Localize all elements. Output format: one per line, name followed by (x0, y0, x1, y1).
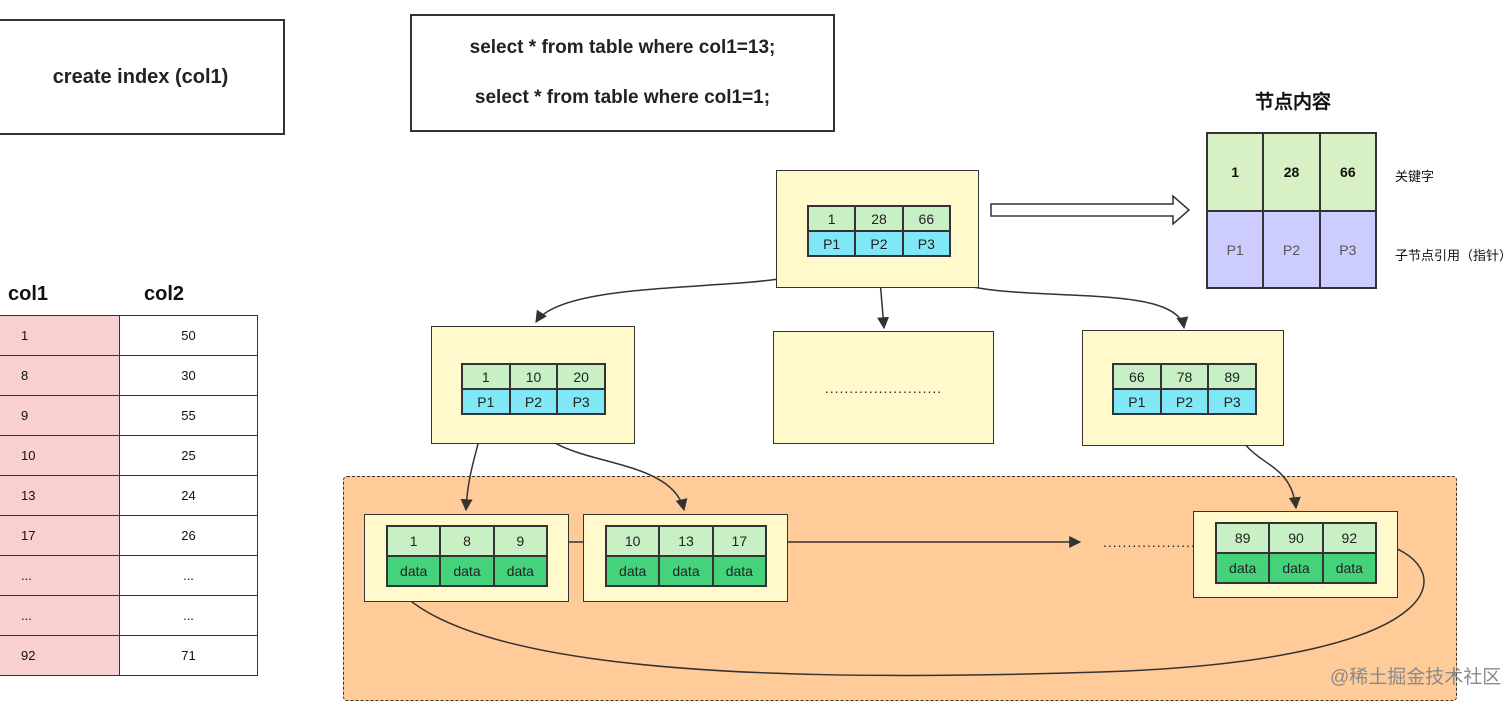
legend-key-label: 关键字 (1395, 169, 1435, 184)
col2-cell: ... (119, 595, 258, 636)
middle-node-ellipsis: ........................ (824, 379, 943, 396)
col2-cell: 55 (119, 395, 258, 436)
col1-cell: 8 (0, 355, 120, 396)
middle-internal-node: ........................ (773, 331, 994, 444)
left-pointer-3: P3 (557, 389, 605, 414)
right-key-1: 66 (1113, 364, 1161, 389)
col1-cell: 13 (0, 475, 120, 516)
leaf2-data-1: data (606, 556, 660, 586)
left-key-3: 20 (557, 364, 605, 389)
leaf3-data-2: data (1269, 553, 1323, 583)
create-index-text: create index (col1) (52, 65, 229, 88)
col2-cell: 50 (119, 315, 258, 356)
leaf1-key-3: 9 (493, 526, 547, 556)
legend-pointer-2: P2 (1263, 211, 1320, 288)
query-line-1: select * from table where col1=13; (469, 37, 776, 58)
legend-key-3: 66 (1319, 133, 1376, 211)
table-header-col1: col1 (8, 283, 49, 305)
leaf2-data-2: data (659, 556, 713, 586)
right-pointer-1: P1 (1113, 389, 1161, 414)
legend-title: 节点内容 (1255, 92, 1332, 113)
root-key-2: 28 (855, 206, 903, 231)
watermark: @稀土掘金技术社区 (1330, 667, 1502, 688)
root-pointer-3: P3 (902, 231, 950, 256)
col2-cell: ... (119, 555, 258, 596)
leaf3-data-3: data (1322, 553, 1376, 583)
left-pointer-2: P2 (509, 389, 558, 414)
table-row: ...... (0, 555, 258, 596)
legend-pointer-1: P1 (1207, 211, 1264, 288)
root-key-1: 1 (808, 206, 856, 231)
leaf-wraparound-arrow (373, 541, 1425, 677)
left-key-2: 10 (509, 364, 558, 389)
col2-cell: 30 (119, 355, 258, 396)
leaf-node-2: 10 13 17 data data data (583, 514, 788, 602)
left-internal-node: 1 10 20 P1 P2 P3 (431, 326, 635, 444)
legend-grid: 1 28 66 P1 P2 P3 (1206, 132, 1377, 289)
query-box: select * from table where col1=13; selec… (410, 14, 835, 132)
leaf1-data-1: data (387, 556, 441, 586)
root-pointer-2: P2 (855, 231, 903, 256)
leaf2-data-3: data (712, 556, 766, 586)
leaf1-key-1: 1 (387, 526, 441, 556)
left-key-1: 1 (462, 364, 510, 389)
legend-pointer-3: P3 (1319, 211, 1376, 288)
col1-cell: 17 (0, 515, 120, 556)
leaf-ellipsis: ........................ (1103, 534, 1221, 550)
root-node: 1 28 66 P1 P2 P3 (776, 170, 979, 288)
col1-cell: 9 (0, 395, 120, 436)
leaf2-key-2: 13 (659, 526, 713, 556)
col1-cell: ... (0, 595, 120, 636)
leaf1-data-2: data (440, 556, 494, 586)
right-pointer-3: P3 (1208, 389, 1256, 414)
right-internal-node: 66 78 89 P1 P2 P3 (1082, 330, 1284, 446)
col2-cell: 24 (119, 475, 258, 516)
right-pointer-2: P2 (1160, 389, 1209, 414)
table-header-col2: col2 (144, 283, 185, 305)
root-pointer-1: P1 (808, 231, 856, 256)
legend-pointer-label: 子节点引用（指针） (1395, 248, 1512, 263)
leaf1-cells: 1 8 9 data data data (386, 525, 548, 587)
query-line-2: select * from table where col1=1; (474, 87, 771, 108)
legend-arrow (990, 194, 1191, 226)
left-pointer-1: P1 (462, 389, 510, 414)
leaf1-data-3: data (493, 556, 547, 586)
leaf2-cells: 10 13 17 data data data (605, 525, 767, 587)
right-key-3: 89 (1208, 364, 1256, 389)
col1-cell: 92 (0, 635, 120, 676)
leaf3-key-3: 92 (1322, 523, 1376, 553)
legend-key-2: 28 (1263, 133, 1320, 211)
right-node-cells: 66 78 89 P1 P2 P3 (1112, 363, 1257, 415)
root-node-cells: 1 28 66 P1 P2 P3 (807, 205, 951, 257)
root-key-3: 66 (902, 206, 950, 231)
left-node-cells: 1 10 20 P1 P2 P3 (461, 363, 606, 415)
leaf3-data-1: data (1216, 553, 1270, 583)
leaf2-key-3: 17 (712, 526, 766, 556)
leaf1-key-2: 8 (440, 526, 494, 556)
legend-key-1: 1 (1207, 133, 1264, 211)
col1-cell: 1 (0, 315, 120, 356)
col2-cell: 71 (119, 635, 258, 676)
col2-cell: 26 (119, 515, 258, 556)
leaf3-key-2: 90 (1269, 523, 1323, 553)
right-key-2: 78 (1160, 364, 1209, 389)
leaf-node-3: 89 90 92 data data data (1193, 511, 1398, 598)
leaf2-key-1: 10 (606, 526, 660, 556)
create-index-box: create index (col1) (0, 19, 285, 135)
col2-cell: 25 (119, 435, 258, 476)
leaf3-key-1: 89 (1216, 523, 1270, 553)
leaf3-cells: 89 90 92 data data data (1215, 522, 1377, 584)
table-row: ...... (0, 595, 258, 636)
leaf-node-1: 1 8 9 data data data (364, 514, 569, 602)
col1-cell: 10 (0, 435, 120, 476)
